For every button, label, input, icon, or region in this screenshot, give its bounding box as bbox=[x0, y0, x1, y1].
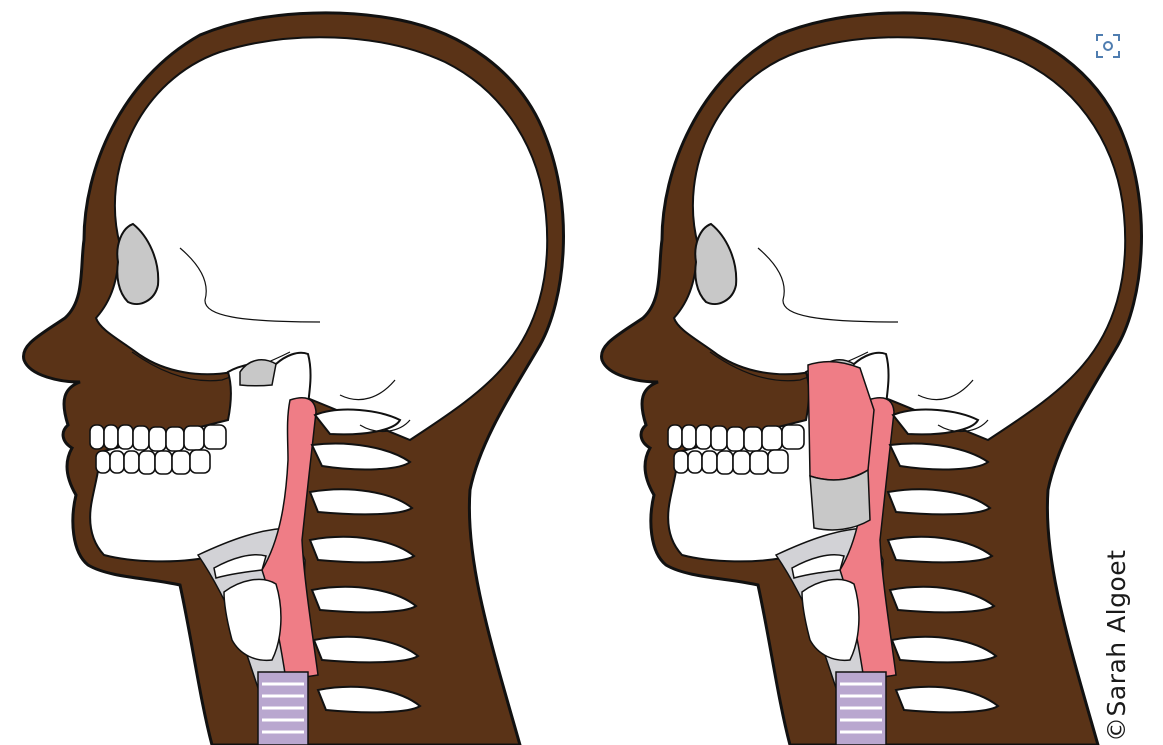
tongue-base bbox=[810, 470, 870, 530]
head-right bbox=[601, 13, 1141, 745]
displaced-soft-palate bbox=[808, 362, 874, 480]
visual-search-icon[interactable] bbox=[1093, 31, 1123, 61]
author-credit: ©Sarah Algoet bbox=[1102, 550, 1131, 742]
head-left bbox=[23, 13, 563, 745]
